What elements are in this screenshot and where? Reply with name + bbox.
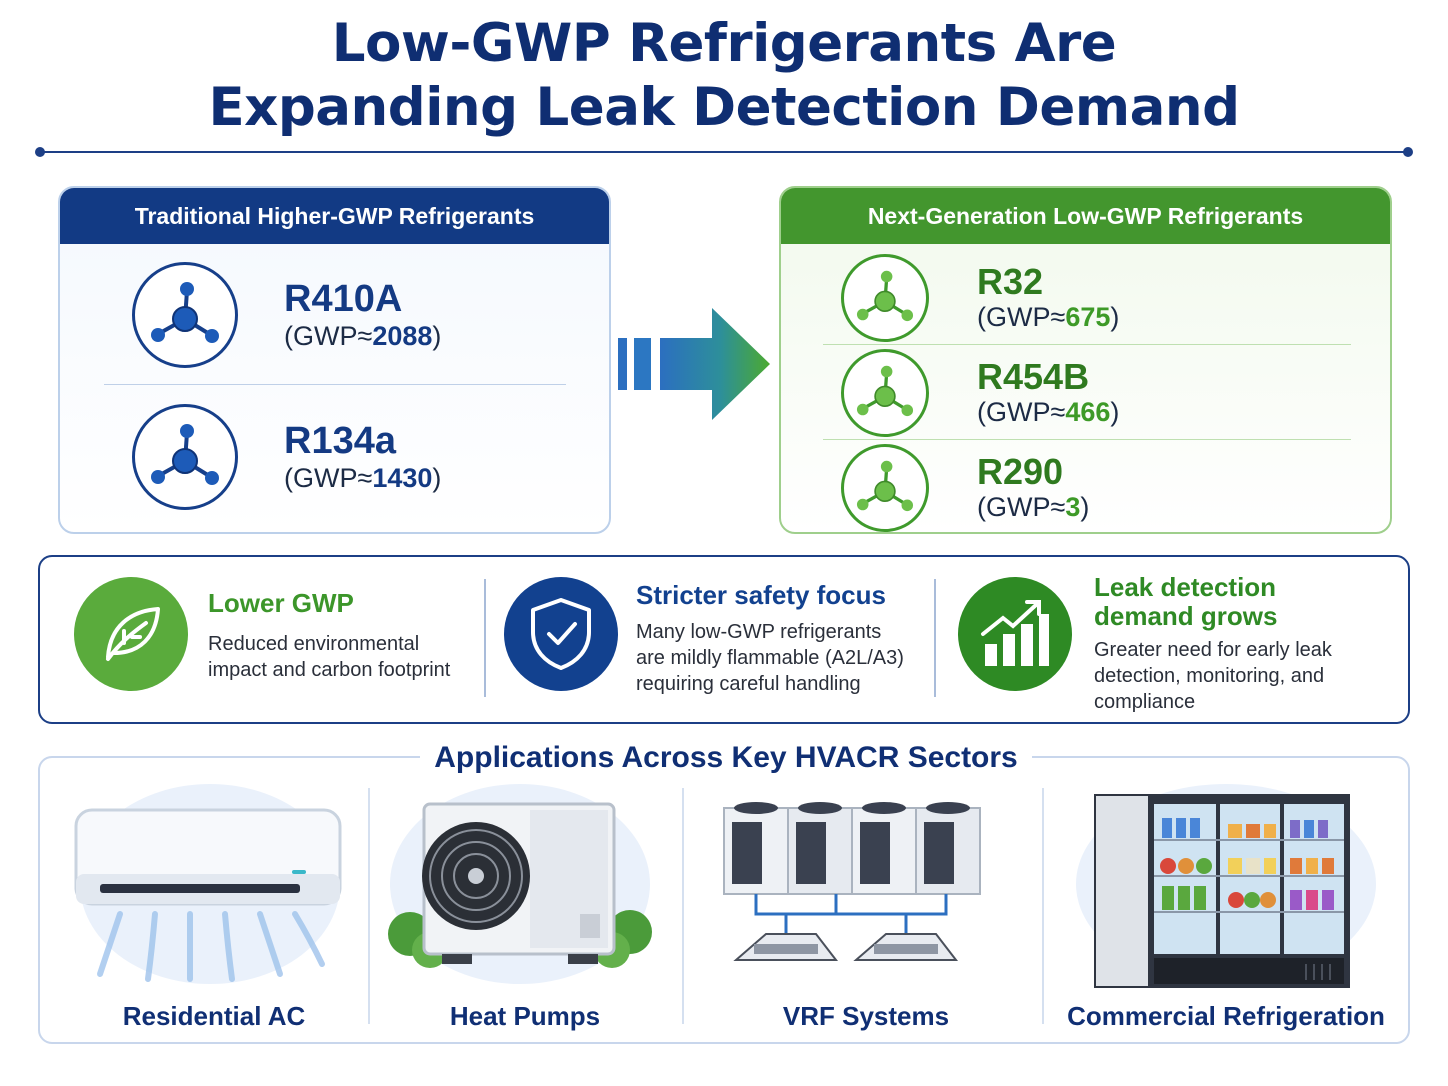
refrigerant-name: R454B [977, 356, 1090, 397]
heat-pump-unit-icon [388, 784, 652, 984]
refrigerant-r32: R32 (GWP≈675) [841, 254, 1119, 342]
application-vrf-systems: VRF Systems [696, 774, 1036, 1036]
refrigerant-gwp: (GWP≈3) [977, 492, 1090, 522]
molecule-icon [841, 254, 929, 342]
benefit-text: Reduced environmental impact and carbon … [208, 633, 451, 681]
refrigerant-name: R32 [977, 261, 1044, 302]
application-divider [1042, 788, 1044, 1024]
application-commercial-refrigeration: Commercial Refrigeration [1056, 774, 1396, 1036]
vrf-system-icon [723, 802, 981, 961]
molecule-icon [841, 349, 929, 437]
benefit-title: Lower GWP [208, 588, 354, 618]
title-divider [35, 147, 1413, 157]
refrigerant-gwp: (GWP≈675) [977, 302, 1120, 332]
benefit-safety: Stricter safety focus Many low-GWP refri… [488, 557, 928, 726]
benefit-divider [934, 579, 936, 697]
refrigerant-name: R290 [977, 451, 1064, 492]
application-divider [368, 788, 370, 1024]
refrigerant-name: R410A [284, 278, 403, 320]
molecule-icon [132, 404, 238, 510]
benefit-text: Greater need for early leak detection, m… [1094, 639, 1332, 713]
leaf-icon [74, 577, 188, 691]
molecule-icon [841, 444, 929, 532]
application-label: VRF Systems [782, 1001, 950, 1031]
refrigerant-r454b: R454B (GWP≈466) [841, 349, 1119, 437]
benefit-title: Stricter safety focus [636, 580, 886, 610]
refrigerant-gwp: (GWP≈1430) [284, 463, 442, 493]
refrigerant-name: R134a [284, 420, 396, 462]
benefit-demand-grows: Leak detection demand grows Greater need… [938, 557, 1408, 726]
benefit-divider [484, 579, 486, 697]
growth-chart-icon [958, 577, 1072, 691]
page-title: Low-GWP Refrigerants Are Expanding Leak … [0, 12, 1448, 140]
application-label: Heat Pumps [449, 1001, 601, 1031]
applications-section: Applications Across Key HVACR Sectors Re… [38, 740, 1410, 1044]
refrigerant-gwp: (GWP≈2088) [284, 321, 442, 351]
wall-ac-unit-icon [74, 784, 342, 984]
shield-check-icon [504, 577, 618, 691]
refrigerant-r410a: R410A (GWP≈2088) [132, 262, 441, 368]
title-line-1: Low-GWP Refrigerants Are [331, 13, 1117, 74]
applications-title: Applications Across Key HVACR Sectors [420, 740, 1032, 776]
row-divider [823, 344, 1351, 345]
application-residential-ac: Residential AC [60, 774, 368, 1036]
application-label: Residential AC [122, 1001, 306, 1031]
refrigerant-r290: R290 (GWP≈3) [841, 444, 1089, 532]
title-line-2: Expanding Leak Detection Demand [208, 77, 1240, 138]
display-cooler-icon [1076, 784, 1376, 988]
row-divider [104, 384, 566, 385]
row-divider [823, 439, 1351, 440]
traditional-refrigerants-panel: Traditional Higher-GWP Refrigerants R410… [58, 186, 611, 534]
traditional-panel-header: Traditional Higher-GWP Refrigerants [60, 188, 609, 244]
refrigerant-gwp: (GWP≈466) [977, 397, 1120, 427]
molecule-icon [132, 262, 238, 368]
next-gen-panel-header: Next-Generation Low-GWP Refrigerants [781, 188, 1390, 244]
refrigerant-r134a: R134a (GWP≈1430) [132, 404, 441, 510]
benefit-title: Leak detection demand grows [1094, 572, 1278, 631]
application-divider [682, 788, 684, 1024]
transition-arrow-icon [618, 308, 770, 420]
application-heat-pumps: Heat Pumps [380, 774, 670, 1036]
benefit-text: Many low-GWP refrigerants are mildly fla… [636, 621, 904, 695]
application-label: Commercial Refrigeration [1067, 1001, 1385, 1031]
benefits-band: Lower GWP Reduced environmental impact a… [38, 555, 1410, 724]
next-gen-refrigerants-panel: Next-Generation Low-GWP Refrigerants R32… [779, 186, 1392, 534]
benefit-lower-gwp: Lower GWP Reduced environmental impact a… [40, 557, 480, 726]
